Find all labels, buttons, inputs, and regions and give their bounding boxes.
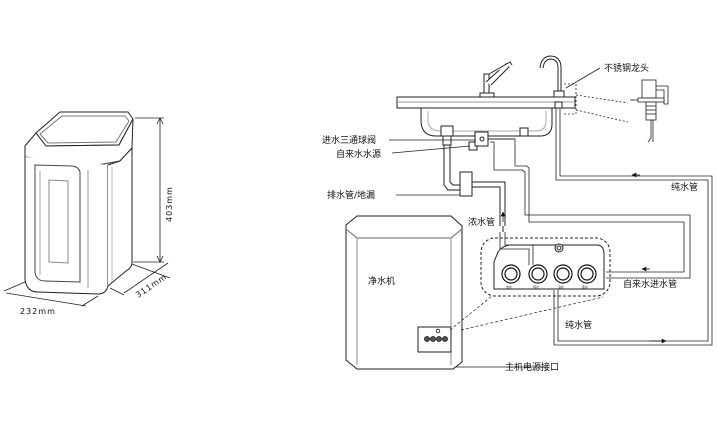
port-label-concentrate: 浓水 [506, 284, 512, 289]
label-tap-water-source: 自来水水源 [336, 148, 381, 160]
main-faucet [479, 61, 513, 98]
port-connectors [501, 264, 597, 284]
depth-dimension [109, 262, 171, 296]
label-pure-water-pipe-bottom: 纯水管 [565, 319, 592, 331]
depth-label: 311mm [134, 272, 169, 300]
drain-trap [443, 145, 506, 232]
pure-water-faucet [539, 55, 565, 109]
width-label: 232mm [20, 307, 56, 316]
label-drain-pipe: 排水管/地漏 [327, 189, 375, 201]
label-power-port: 主机电源接口 [505, 361, 559, 373]
purifier-ports [424, 328, 448, 342]
height-label: 403mm [165, 186, 174, 222]
port-pipes [499, 232, 534, 265]
port-label-pure: 纯水 [533, 284, 539, 289]
label-purifier: 净水机 [368, 275, 395, 287]
width-dimension [3, 281, 99, 307]
label-tap-inlet-pipe: 自来水进水管 [623, 278, 677, 290]
inlet-valve [468, 131, 515, 151]
purifier-unit [345, 215, 463, 370]
port-label-waste: 废水 [582, 284, 588, 289]
sink-drain [440, 125, 529, 146]
zoom-lines [449, 295, 604, 331]
label-pure-water-pipe-top: 纯水管 [671, 181, 698, 193]
product-outline [24, 111, 134, 295]
faucet-detail [564, 67, 669, 143]
port-label-inlet: 进水 [558, 284, 564, 289]
label-inlet-valve: 进水三通球阀 [322, 134, 376, 146]
port-tiny-labels: 浓水 纯水 进水 废水 [506, 284, 588, 289]
countertop [396, 96, 576, 109]
label-faucet: 不锈钢龙头 [604, 62, 649, 74]
label-concentrate-pipe: 浓水管 [468, 216, 495, 228]
pipe-network [490, 108, 713, 346]
height-dimension [133, 117, 164, 263]
